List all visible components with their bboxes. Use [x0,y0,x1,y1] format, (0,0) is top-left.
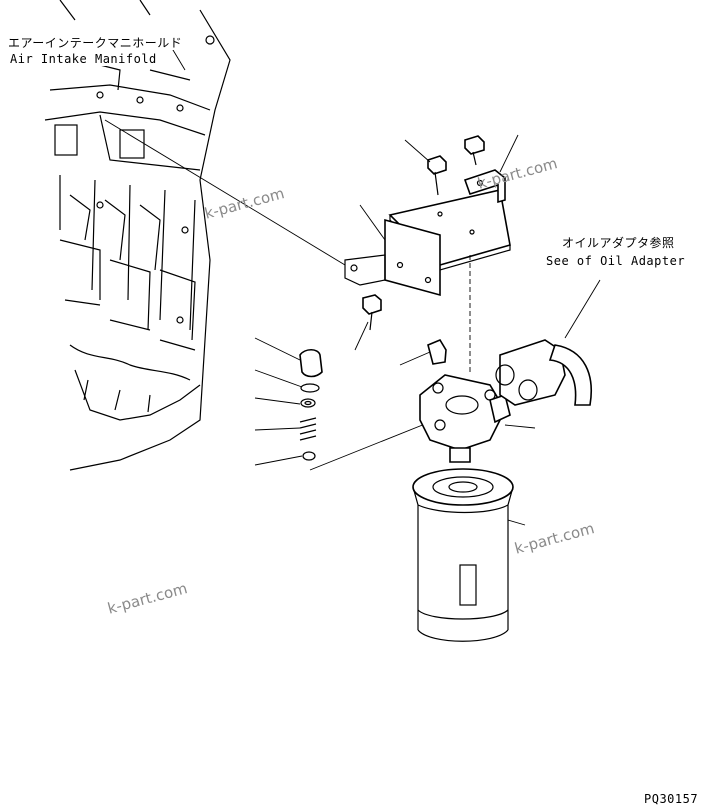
lower-bolt [354,294,382,351]
adapter-label-en: See of Oil Adapter [546,254,686,268]
figure-code: PQ30157 [644,792,699,806]
parts-to-head-leader [309,417,441,471]
engine-block [44,0,231,471]
leader-top-bolt [404,139,431,163]
manifold-leader-line [104,119,346,266]
manifold-label-en: Air Intake Manifold [10,52,157,66]
oil-adapter [495,279,601,406]
clip-bracket [463,169,506,204]
filter-head [419,374,536,463]
manifold-label-jp: エアーインテークマニホールド [8,36,183,50]
leader-bracket [359,204,386,241]
adapter-label-jp: オイルアダプタ参照 [562,236,675,250]
l-bracket [344,218,441,297]
top-bolts [427,135,485,196]
small-parts [254,337,441,471]
plug [399,338,447,366]
oil-filter [412,468,526,642]
leader-clip [499,134,519,173]
